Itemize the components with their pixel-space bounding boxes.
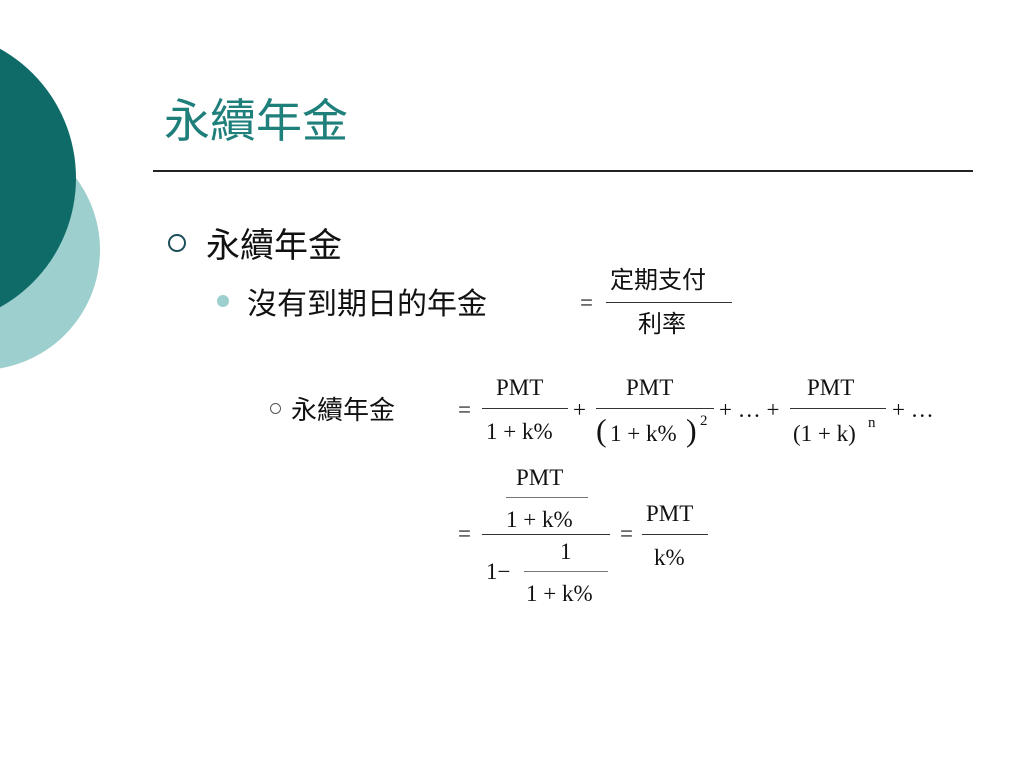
bullet-level1-text: 永續年金 [206, 226, 342, 266]
term3-fraction-bar [790, 408, 886, 410]
result-denominator: k% [654, 545, 685, 570]
dark-teal-circle [0, 48, 76, 308]
equals-sign: = [458, 397, 471, 422]
term3-numerator: PMT [807, 375, 855, 400]
equals-sign-2: = [620, 521, 633, 546]
ring-bullet-icon [168, 233, 186, 252]
small-ring-bullet-icon [270, 403, 281, 414]
term1-denominator: 1 + k% [486, 419, 553, 444]
term1-numerator: PMT [496, 375, 544, 400]
fraction-bar [606, 302, 732, 304]
term2-denominator: 1 + k% [610, 421, 677, 446]
inner-denominator: 1 + k% [526, 581, 593, 606]
main-fraction-bar [482, 534, 610, 536]
term2-right-paren: ) [686, 412, 697, 448]
term3-denominator: (1 + k) [793, 421, 856, 446]
one-minus: 1− [486, 559, 511, 584]
title-divider [153, 170, 973, 172]
top-numerator: PMT [516, 465, 564, 490]
plus-sign: + [573, 397, 586, 422]
equals-sign: = [458, 521, 471, 546]
result-fraction-bar [642, 534, 708, 536]
result-numerator: PMT [646, 501, 694, 526]
fraction-numerator: 定期支付 [610, 266, 706, 294]
bullet-level3-text: 永續年金 [291, 396, 396, 426]
dot-bullet-icon [217, 295, 229, 307]
term2-fraction-bar [596, 408, 714, 410]
bullet-level3: 永續年金 [270, 390, 395, 427]
term2-numerator: PMT [626, 375, 674, 400]
bullet-level1: 永續年金 [168, 218, 342, 267]
decorative-circles [0, 48, 100, 369]
top-fraction-bar [506, 497, 588, 498]
equals-sign: = [580, 290, 593, 315]
inner-fraction-bar [524, 571, 608, 572]
bullet-level2-text: 沒有到期日的年金 [247, 287, 487, 322]
term3-exponent: n [868, 415, 876, 431]
slide-title: 永續年金 [164, 94, 348, 148]
fraction-denominator: 利率 [638, 310, 686, 338]
bullet-level2: 沒有到期日的年金 [217, 279, 487, 323]
term2-exponent: 2 [700, 413, 708, 429]
plus-ellipsis: + … [892, 397, 934, 422]
plus-ellipsis-plus: + … + [719, 397, 780, 422]
term1-fraction-bar [482, 408, 568, 410]
term2-left-paren: ( [596, 412, 607, 448]
inner-numerator: 1 [560, 539, 572, 564]
top-denominator: 1 + k% [506, 507, 573, 532]
